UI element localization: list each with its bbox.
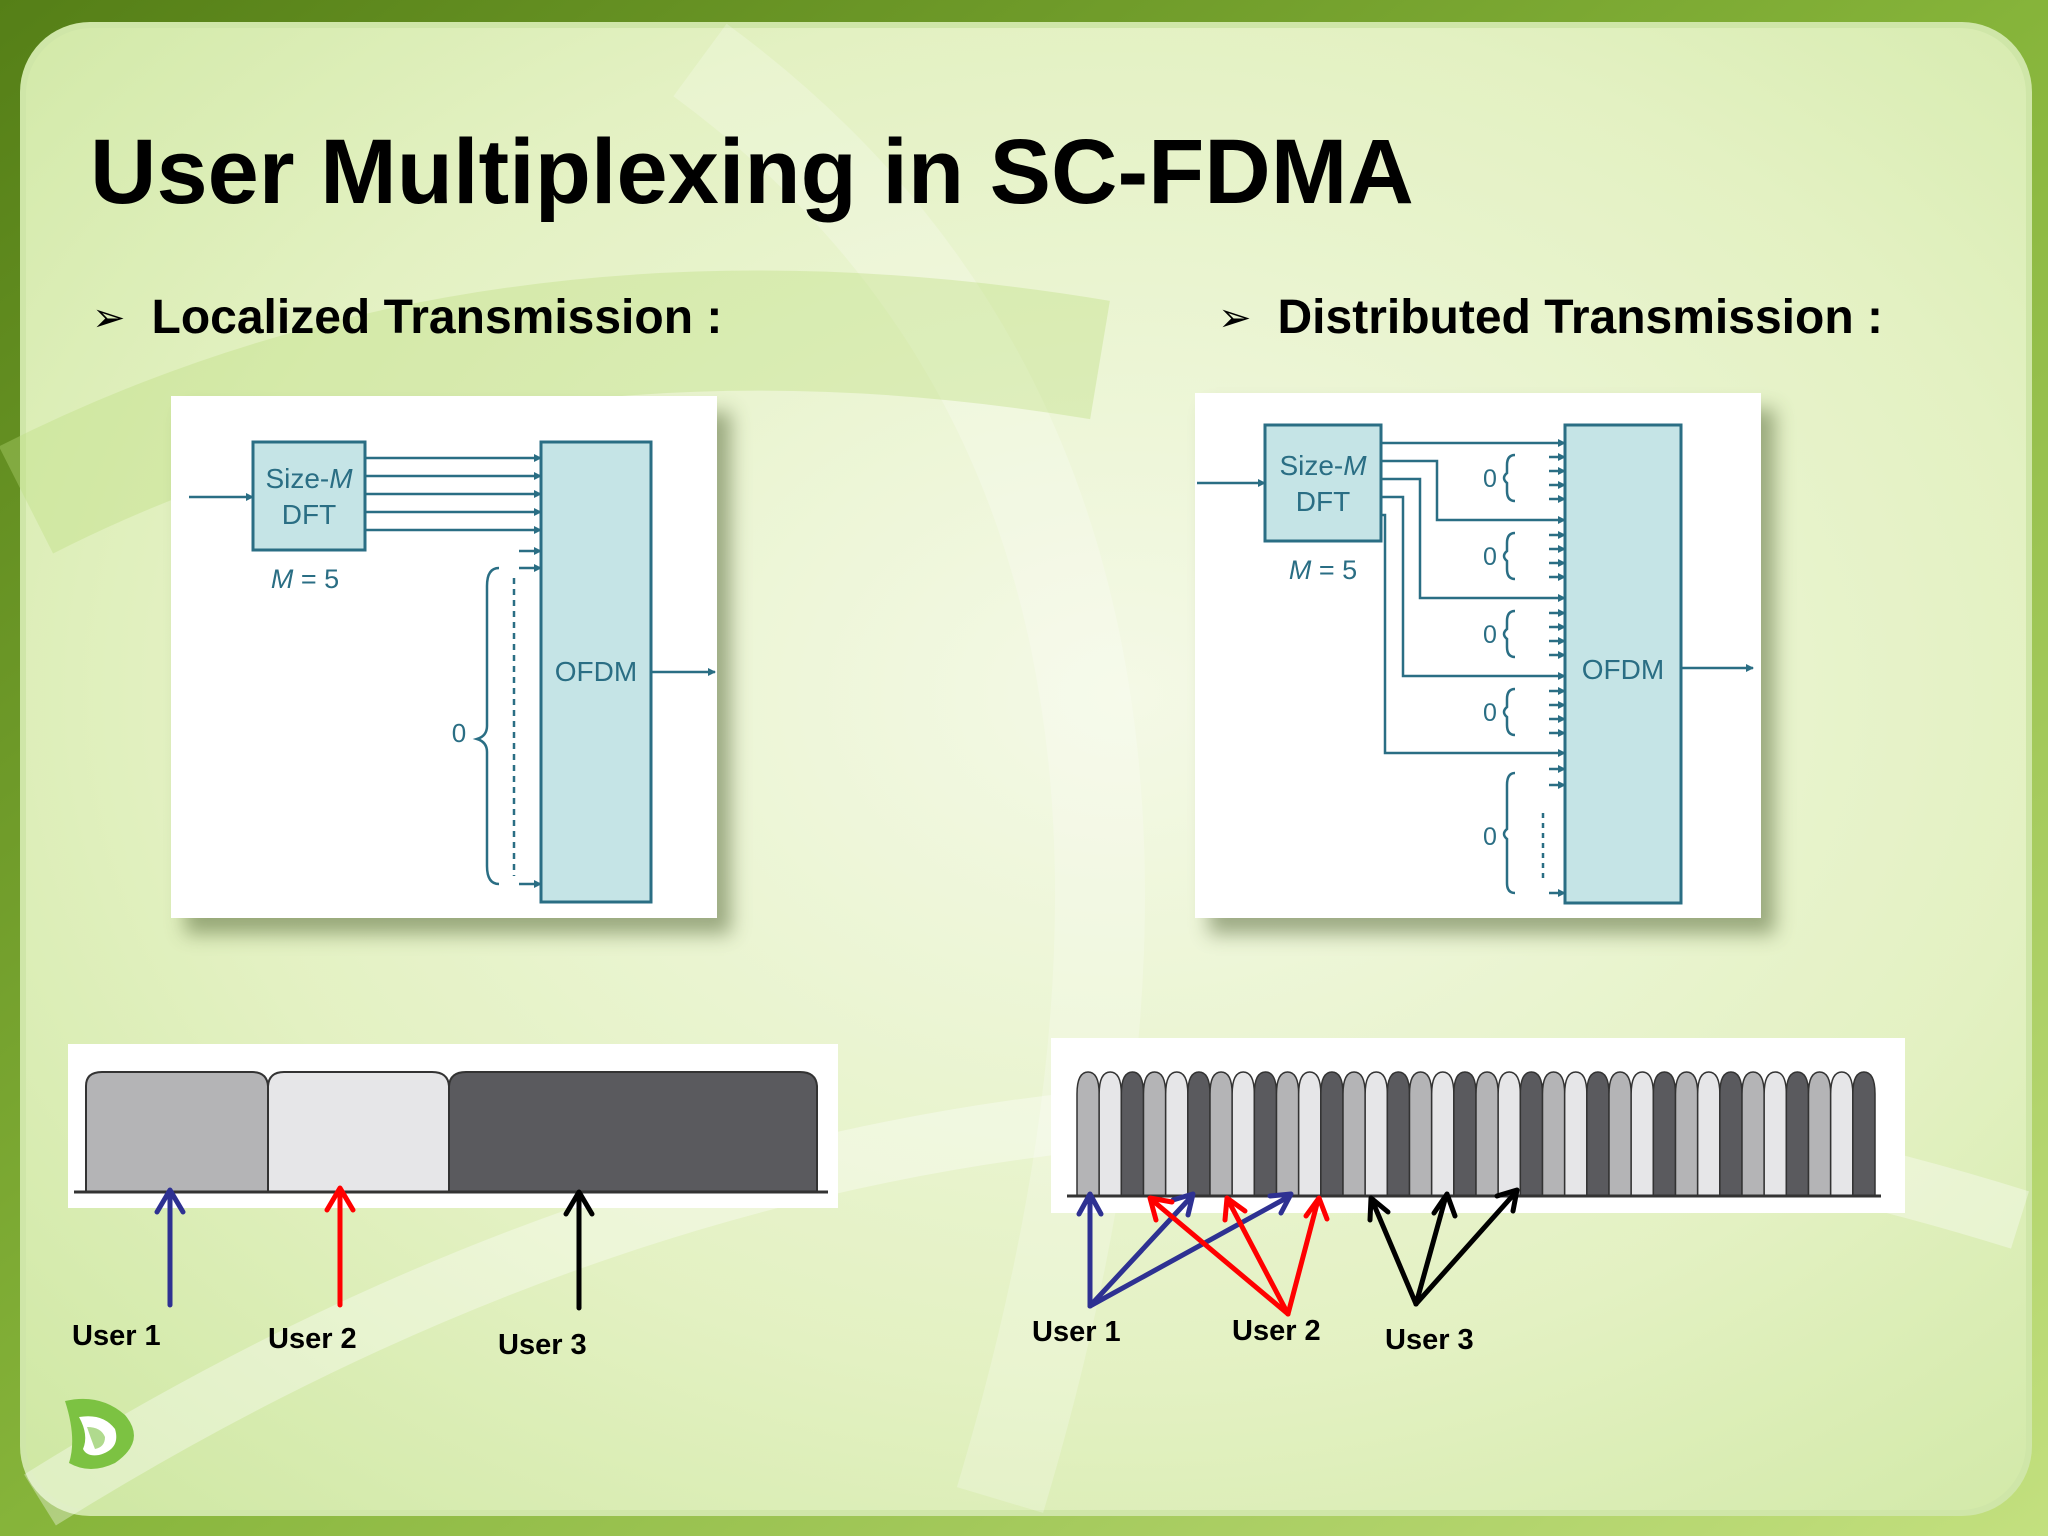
subcarrier-lobe	[1497, 1071, 1522, 1197]
subcarrier-lobe	[1829, 1071, 1854, 1197]
subcarrier-lobe	[1807, 1071, 1832, 1197]
ofdm-label: OFDM	[1582, 654, 1664, 685]
localized-user3-label: User 3	[498, 1329, 587, 1361]
subcarrier-lobe	[1586, 1071, 1610, 1197]
subcarrier-lobe	[1430, 1071, 1455, 1197]
subcarrier-lobe	[1696, 1071, 1721, 1197]
subcarrier-lobe	[1275, 1071, 1300, 1197]
subcarrier-lobe	[1231, 1071, 1256, 1197]
distributed-user1-label: User 1	[1032, 1316, 1121, 1348]
subcarrier-lobe	[1475, 1071, 1499, 1197]
zero-label: 0	[1483, 823, 1497, 851]
bullet-arrow-icon: ➢	[1218, 294, 1252, 341]
subcarrier-lobe	[1120, 1071, 1145, 1197]
subcarrier-lobe	[1674, 1071, 1699, 1197]
subcarrier-lobe	[1541, 1071, 1566, 1197]
subcarrier-lobe	[1763, 1071, 1788, 1197]
localized-spectrum	[68, 1044, 838, 1208]
zero-label: 0	[1483, 699, 1497, 727]
localized-user2-label: User 2	[268, 1323, 357, 1355]
user3-band	[448, 1071, 818, 1193]
zero-label: 0	[1483, 465, 1497, 493]
user1-band	[85, 1071, 269, 1193]
m-equals-label: M = 5	[1289, 555, 1357, 585]
subcarrier-lobe	[1253, 1071, 1278, 1197]
subcarrier-lobe	[1142, 1071, 1167, 1197]
subcarrier-lobe	[1386, 1071, 1411, 1197]
zero-label: 0	[1483, 621, 1497, 649]
zero-braces	[1502, 453, 1516, 895]
subcarrier-lobe	[1652, 1071, 1677, 1197]
distributed-heading-label: Distributed Transmission :	[1277, 291, 1883, 344]
user2-band	[267, 1071, 450, 1193]
localized-heading-label: Localized Transmission :	[151, 291, 723, 344]
subcarrier-lobe	[1519, 1071, 1544, 1197]
zero-brace	[472, 566, 500, 886]
localized-user1-label: User 1	[72, 1320, 161, 1352]
ofdm-label: OFDM	[555, 656, 637, 687]
subcarrier-lobe	[1342, 1071, 1366, 1197]
distributed-user2-label: User 2	[1232, 1315, 1321, 1347]
distributed-block-diagram: Size-M DFT M = 5	[1195, 393, 1761, 918]
subcarrier-lobe	[1164, 1071, 1189, 1197]
dft-label-line2: DFT	[282, 499, 336, 530]
company-logo	[65, 1398, 134, 1469]
subcarrier-lobe	[1364, 1071, 1389, 1197]
distributed-heading: ➢ Distributed Transmission :	[1218, 290, 1883, 345]
m-equals-label: M = 5	[271, 564, 339, 594]
ofdm-block	[539, 440, 653, 904]
subcarrier-lobe	[1453, 1071, 1477, 1197]
dft-output-routing	[1381, 439, 1566, 757]
dft-block	[251, 440, 367, 552]
subcarrier-lobe	[1297, 1071, 1322, 1197]
distributed-user3-label: User 3	[1385, 1324, 1474, 1356]
subcarrier-lobe	[1076, 1071, 1100, 1197]
subcarrier-lobe	[1408, 1071, 1433, 1197]
dft-block	[1263, 423, 1383, 543]
localized-block-diagram: Size-M DFT M = 5 0 OFDM	[171, 396, 717, 918]
dft-label-line1: Size-M	[265, 463, 353, 494]
subcarrier-lobe	[1719, 1071, 1743, 1197]
slide-title: User Multiplexing in SC-FDMA	[90, 121, 1414, 223]
localized-heading: ➢ Localized Transmission :	[92, 290, 722, 345]
distributed-spectrum	[1051, 1038, 1905, 1213]
dft-label-line2: DFT	[1296, 486, 1350, 517]
zero-label: 0	[1483, 543, 1497, 571]
subcarrier-lobe	[1209, 1071, 1233, 1197]
bullet-arrow-icon: ➢	[92, 294, 126, 341]
subcarrier-lobe	[1630, 1071, 1655, 1197]
subcarrier-lobe	[1187, 1071, 1211, 1197]
subcarrier-lobe	[1563, 1071, 1588, 1197]
dft-output-lines	[365, 454, 542, 888]
subcarrier-lobe	[1852, 1071, 1876, 1197]
dft-label-line1: Size-M	[1279, 450, 1367, 481]
zero-label: 0	[452, 718, 466, 748]
zero-input-lines	[1549, 453, 1566, 897]
zero-labels: 0 0 0 0 0	[1483, 465, 1497, 851]
subcarrier-lobe	[1785, 1071, 1810, 1197]
subcarrier-lobe	[1098, 1071, 1123, 1197]
subcarrier-lobe	[1320, 1071, 1344, 1197]
subcarrier-lobe	[1741, 1071, 1765, 1197]
subcarrier-lobe	[1608, 1071, 1632, 1197]
ofdm-block	[1563, 423, 1683, 905]
